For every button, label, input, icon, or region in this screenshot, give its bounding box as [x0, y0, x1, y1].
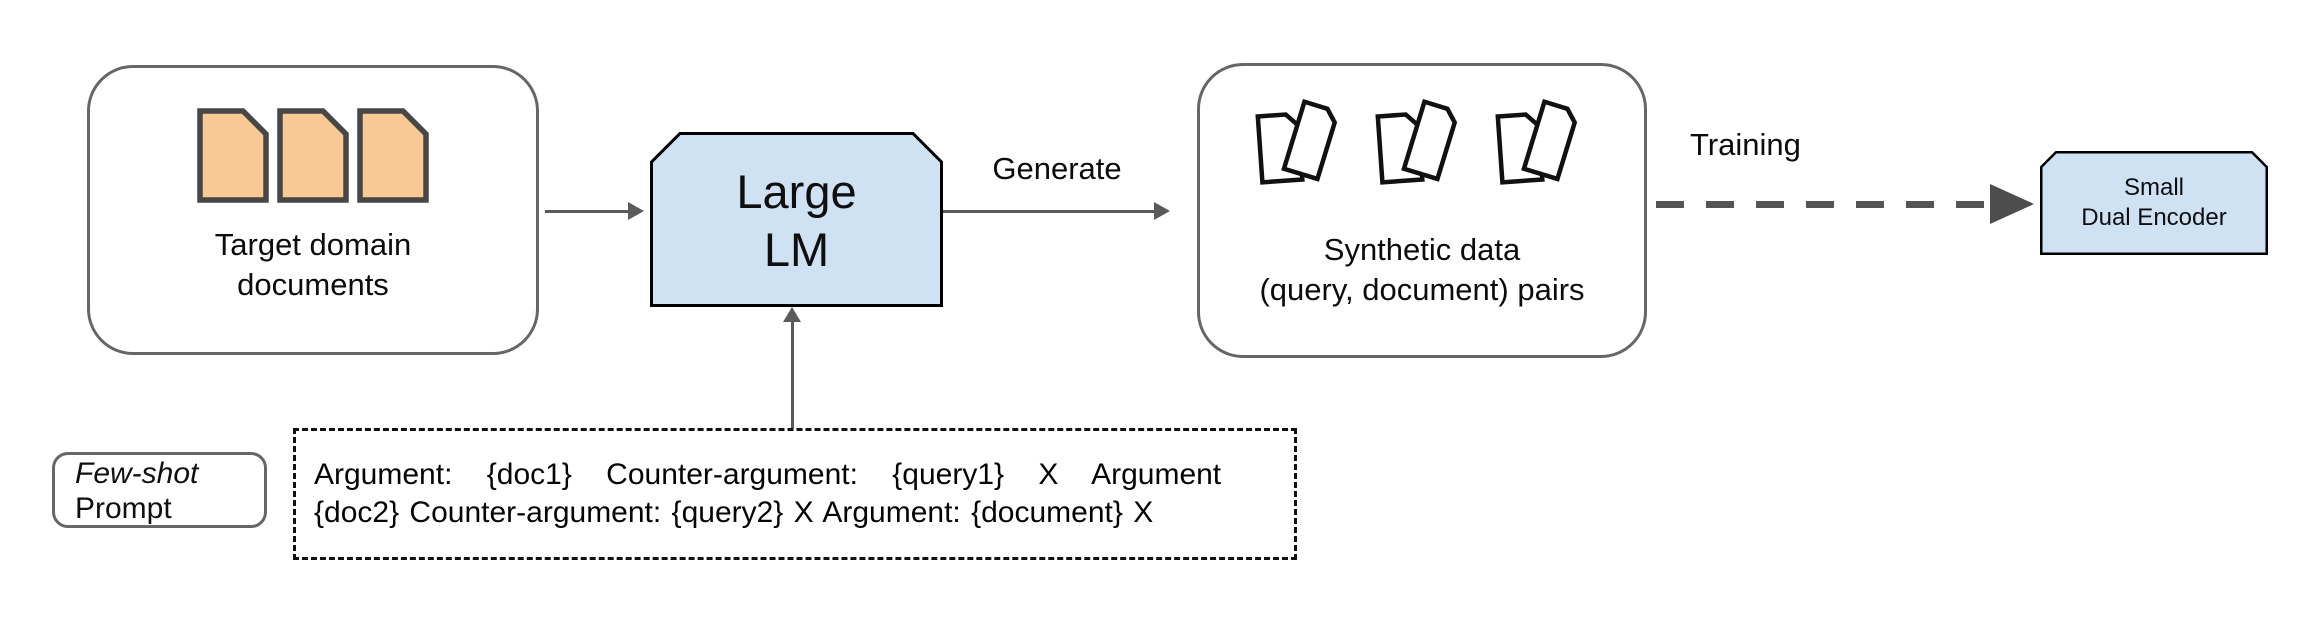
synthetic-data-box: Synthetic data (query, document) pairs [1197, 63, 1647, 358]
large-lm-box: Large LM [650, 132, 943, 307]
training-label: Training [1690, 127, 1801, 162]
prompt-text-line2: {doc2} Counter-argument: {query2} X Argu… [314, 496, 1154, 529]
target-documents-label-line2: documents [237, 267, 389, 302]
arrowhead-docs-to-lm [628, 202, 644, 220]
arrow-generate [943, 210, 1155, 213]
small-dual-encoder-label-line2: Dual Encoder [2081, 204, 2227, 231]
large-lm-label-line1: Large [736, 164, 857, 218]
small-dual-encoder-label: Small Dual Encoder [2040, 151, 2268, 255]
large-lm-label-line2: LM [763, 222, 830, 276]
document-icon [197, 108, 269, 203]
target-documents-label: Target domain documents [90, 225, 536, 305]
synthetic-data-label-line1: Synthetic data [1323, 232, 1521, 267]
large-lm-label: Large LM [650, 132, 943, 307]
synthetic-document-icons [1200, 95, 1644, 198]
arrow-training-dashed [1656, 201, 1992, 208]
arrowhead-prompt-to-lm [783, 307, 801, 322]
arrow-docs-to-lm [545, 210, 629, 213]
small-dual-encoder-shape [2040, 151, 2268, 255]
prompt-text-box: Argument: {doc1} Counter-argument: {quer… [293, 428, 1297, 560]
document-icon [357, 108, 429, 203]
target-documents-label-line1: Target domain [214, 227, 412, 262]
arrowhead-generate [1154, 202, 1170, 220]
small-dual-encoder-label-line1: Small [2123, 174, 2184, 201]
few-shot-prompt-box: Few-shot Prompt [52, 452, 267, 528]
synthetic-data-label: Synthetic data (query, document) pairs [1200, 230, 1644, 310]
few-shot-label-line2: Prompt [75, 492, 172, 525]
small-dual-encoder-box: Small Dual Encoder [2040, 151, 2268, 255]
document-pair-icon [1495, 98, 1578, 185]
document-pair-icon [1255, 98, 1338, 185]
arrow-prompt-to-lm [791, 320, 794, 428]
few-shot-label-line1: Few-shot [75, 457, 199, 490]
target-documents-box: Target domain documents [87, 65, 539, 355]
prompt-text-line1: Argument: {doc1} Counter-argument: {quer… [314, 458, 1222, 491]
large-lm-shape [650, 132, 943, 307]
document-icon [277, 108, 349, 203]
arrowhead-training [1990, 184, 2034, 224]
target-document-icons [90, 108, 536, 203]
document-pair-icon [1375, 98, 1458, 185]
synthetic-data-label-line2: (query, document) pairs [1259, 272, 1585, 307]
generate-label: Generate [992, 151, 1122, 186]
